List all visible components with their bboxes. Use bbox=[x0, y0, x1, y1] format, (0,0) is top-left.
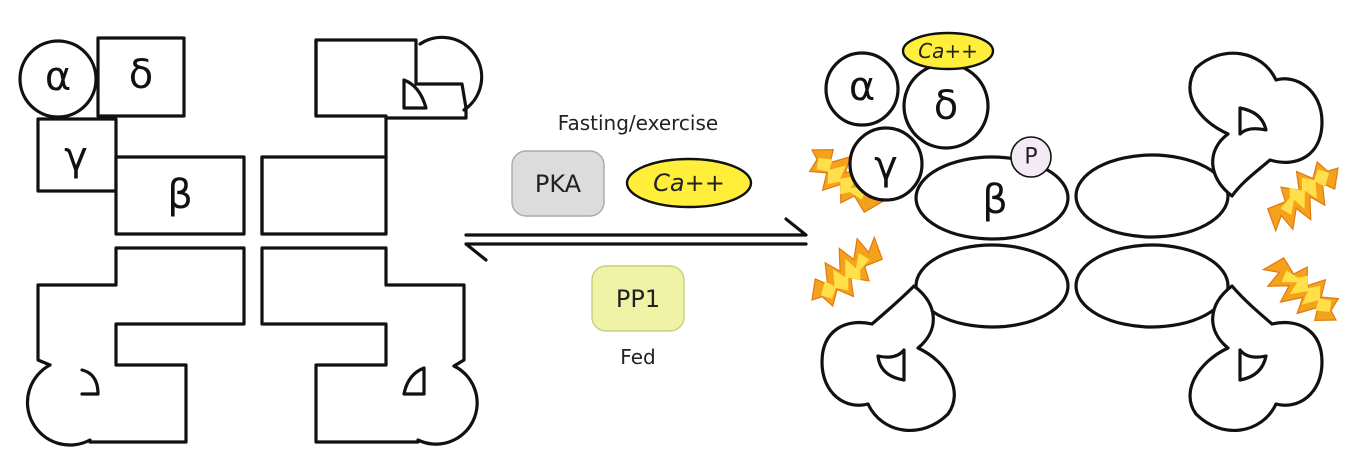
left-quadrant-top-right bbox=[260, 35, 484, 236]
beta-subunit-label-active: β bbox=[982, 177, 1008, 223]
left-quadrant-bottom-left bbox=[25, 246, 246, 447]
forward-condition-label: Fasting/exercise bbox=[558, 111, 718, 135]
calcium-badge bbox=[625, 157, 753, 209]
alpha-subunit-label: α bbox=[45, 54, 71, 100]
reverse-condition-label: Fed bbox=[620, 345, 655, 369]
left-quadrant-top-left: α δ γ β bbox=[18, 36, 246, 236]
calcium-label: Ca++ bbox=[653, 169, 725, 197]
right-quadrant-top-left: β γ α δ Ca++ P bbox=[824, 31, 1070, 241]
alpha-subunit-shape bbox=[18, 39, 98, 119]
right-quadrant-top-right bbox=[1074, 51, 1324, 239]
activity-spark-top-right bbox=[1254, 149, 1353, 243]
delta-subunit-label: δ bbox=[129, 52, 153, 98]
transition-panel: Fasting/exercise PKA Ca++ PP1 Fed bbox=[464, 111, 808, 369]
right-quadrant-bottom-left bbox=[820, 243, 1070, 432]
alpha-subunit-shape-active bbox=[824, 51, 900, 127]
pp1-label: PP1 bbox=[616, 285, 660, 313]
calcium-bound-label: Ca++ bbox=[918, 39, 978, 63]
pka-label: PKA bbox=[535, 170, 582, 198]
pka-badge bbox=[511, 150, 605, 217]
right-quadrant-bottom-right bbox=[1074, 243, 1324, 432]
left-quadrant-bottom-right bbox=[260, 246, 479, 446]
left-phosphorylase-kinase: α δ γ β bbox=[18, 35, 484, 447]
alpha-subunit-label-active: α bbox=[849, 64, 875, 110]
delta-subunit-shape bbox=[96, 36, 186, 118]
beta-subunit-label: β bbox=[167, 172, 193, 218]
phosphate-badge bbox=[1010, 136, 1052, 178]
phosphate-label: P bbox=[1024, 145, 1037, 170]
gamma-subunit-label-active: γ bbox=[874, 143, 898, 189]
gamma-subunit-shape bbox=[36, 117, 118, 193]
beta-subunit-shape bbox=[114, 155, 246, 236]
activity-spark-bottom-left bbox=[797, 225, 896, 319]
reverse-arrow bbox=[464, 242, 808, 262]
delta-subunit-label-active: δ bbox=[934, 83, 958, 129]
gamma-subunit-shape-active bbox=[848, 126, 924, 202]
forward-arrow bbox=[464, 217, 808, 237]
pp1-badge bbox=[591, 265, 685, 332]
gamma-subunit-label: γ bbox=[64, 134, 88, 180]
right-phosphorylase-kinase: β γ α δ Ca++ P bbox=[795, 31, 1353, 432]
calcium-bound-badge bbox=[901, 31, 995, 71]
